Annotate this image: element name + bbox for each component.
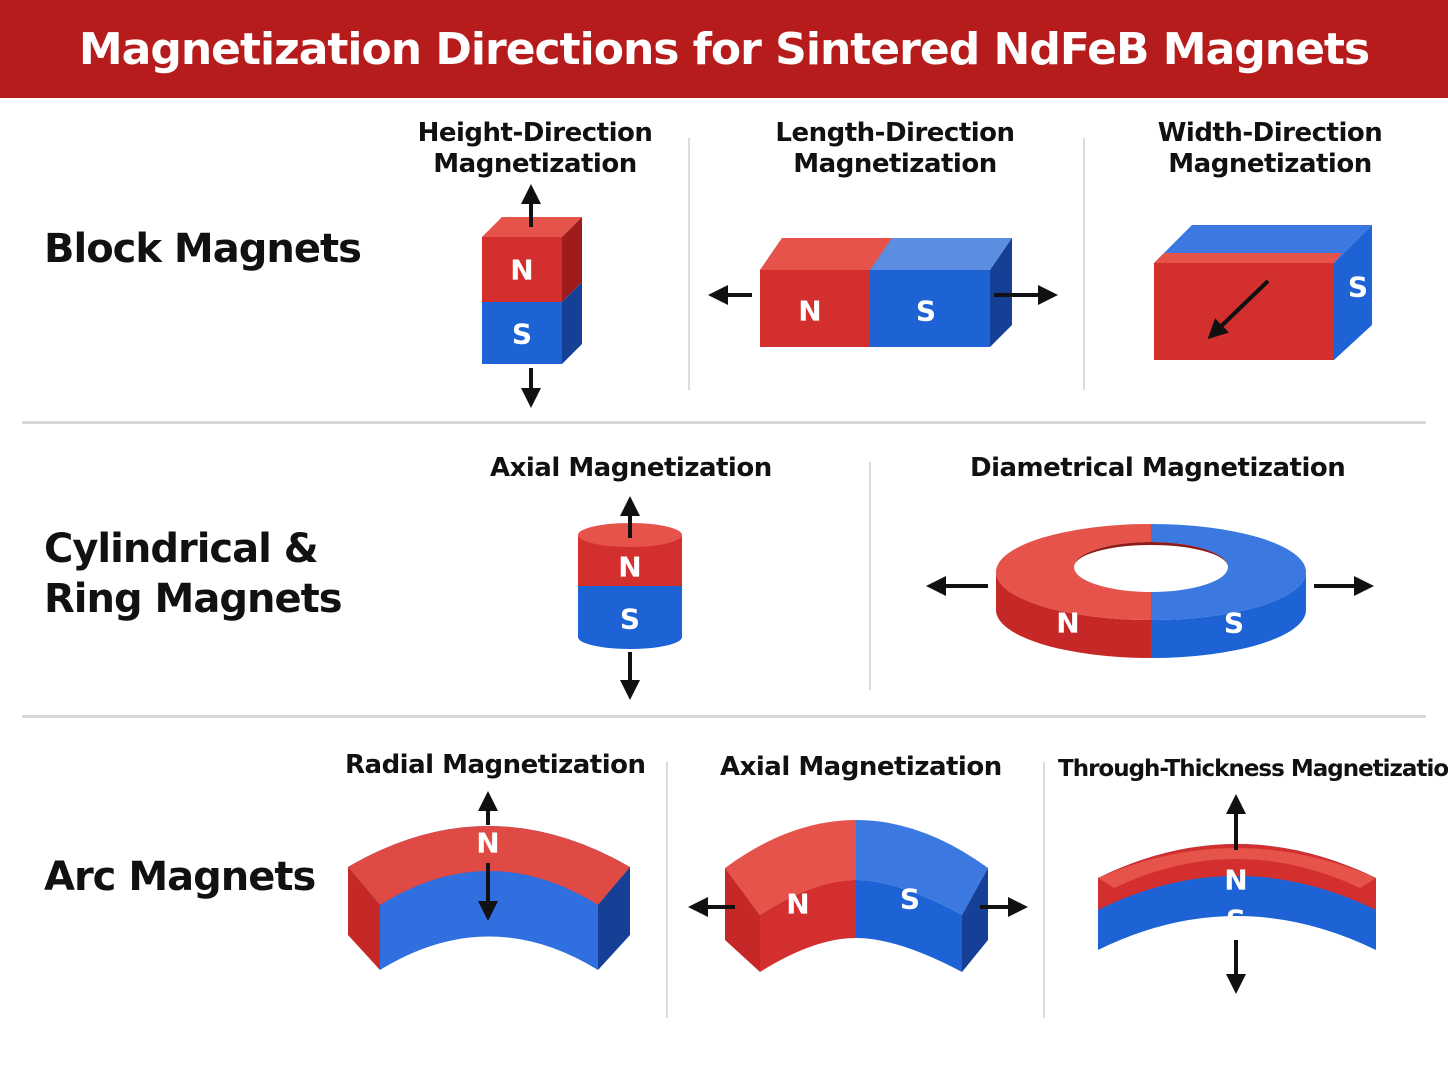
- radial-arc-figure: N: [348, 791, 630, 970]
- block-magnets-heading: Block Magnets: [44, 226, 362, 272]
- cylindrical-ring-magnets-heading: Cylindrical & Ring Magnets: [44, 526, 343, 622]
- south-pole-label: S: [1224, 607, 1244, 640]
- section-divider: [22, 421, 1426, 424]
- north-pole-label: N: [476, 827, 499, 860]
- north-pole-label: N: [618, 551, 641, 584]
- arc-axial-magnetization-label: Axial Magnetization: [720, 752, 1002, 782]
- arc-axial-figure: N S: [688, 820, 1028, 972]
- height-direction-block-figure: N S: [482, 184, 582, 408]
- south-pole-label: S: [1226, 904, 1246, 937]
- north-pole-label: N: [1224, 864, 1247, 897]
- through-thickness-magnetization-label: Through-Thickness Magnetization: [1058, 756, 1448, 782]
- north-pole-label: N: [1056, 607, 1079, 640]
- height-direction-label: Height-Direction Magnetization: [417, 118, 653, 179]
- through-thickness-arc-figure: N S: [1098, 794, 1376, 994]
- section-divider: [22, 715, 1426, 718]
- arc-magnets-heading: Arc Magnets: [44, 854, 316, 900]
- divider: [666, 762, 668, 1018]
- diametrical-magnetization-label: Diametrical Magnetization: [970, 453, 1346, 483]
- south-pole-label: S: [900, 883, 920, 916]
- north-pole-label: N: [798, 295, 821, 328]
- axial-magnetization-label: Axial Magnetization: [490, 453, 772, 483]
- page-title: Magnetization Directions for Sintered Nd…: [78, 23, 1370, 75]
- south-pole-label: S: [512, 318, 532, 351]
- width-direction-block-figure: S: [1154, 225, 1372, 360]
- divider: [1083, 138, 1085, 390]
- north-pole-label: N: [786, 888, 809, 921]
- diametrical-ring-figure: N S: [926, 524, 1374, 658]
- title-banner: Magnetization Directions for Sintered Nd…: [0, 0, 1448, 98]
- radial-magnetization-label: Radial Magnetization: [345, 750, 646, 780]
- divider: [869, 462, 871, 690]
- length-direction-label: Length-Direction Magnetization: [775, 118, 1015, 179]
- divider: [1043, 762, 1045, 1018]
- width-direction-label: Width-Direction Magnetization: [1157, 118, 1383, 179]
- south-pole-label: S: [1348, 271, 1368, 304]
- divider: [688, 138, 690, 390]
- south-pole-label: S: [620, 603, 640, 636]
- axial-cylinder-figure: N S: [578, 496, 682, 700]
- arrow-icon: [1207, 279, 1270, 340]
- length-direction-block-figure: N S: [708, 238, 1058, 347]
- north-pole-label: N: [510, 254, 533, 287]
- south-pole-label: S: [916, 295, 936, 328]
